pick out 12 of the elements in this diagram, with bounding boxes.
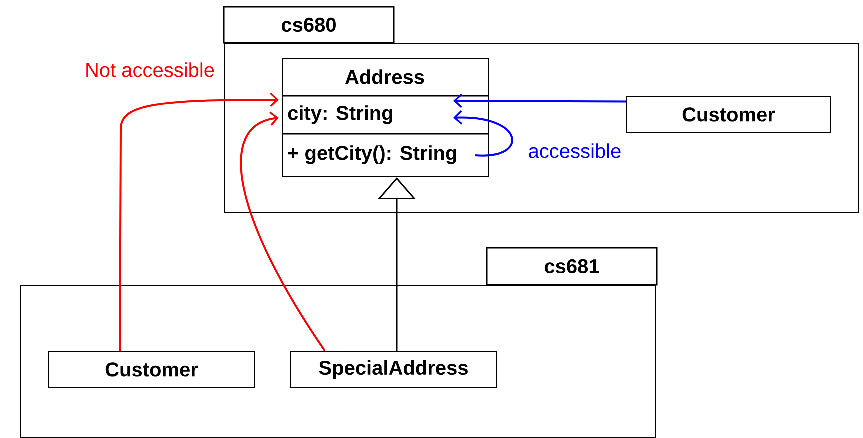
arrow — [119, 92, 279, 351]
class-box: Address city: String + getCity(): String — [282, 58, 490, 178]
class-box: SpecialAddress — [290, 350, 498, 388]
edge-label: Not accessible — [84, 62, 216, 78]
arrow — [454, 110, 514, 157]
node-label: cs680 — [282, 18, 336, 32]
edge-label: accessible — [527, 142, 623, 160]
node-label: cs681 — [544, 259, 600, 274]
class-box: Customer — [48, 350, 256, 388]
class-box: Customer — [626, 96, 832, 134]
arrow — [240, 112, 326, 352]
arrow — [454, 94, 626, 108]
